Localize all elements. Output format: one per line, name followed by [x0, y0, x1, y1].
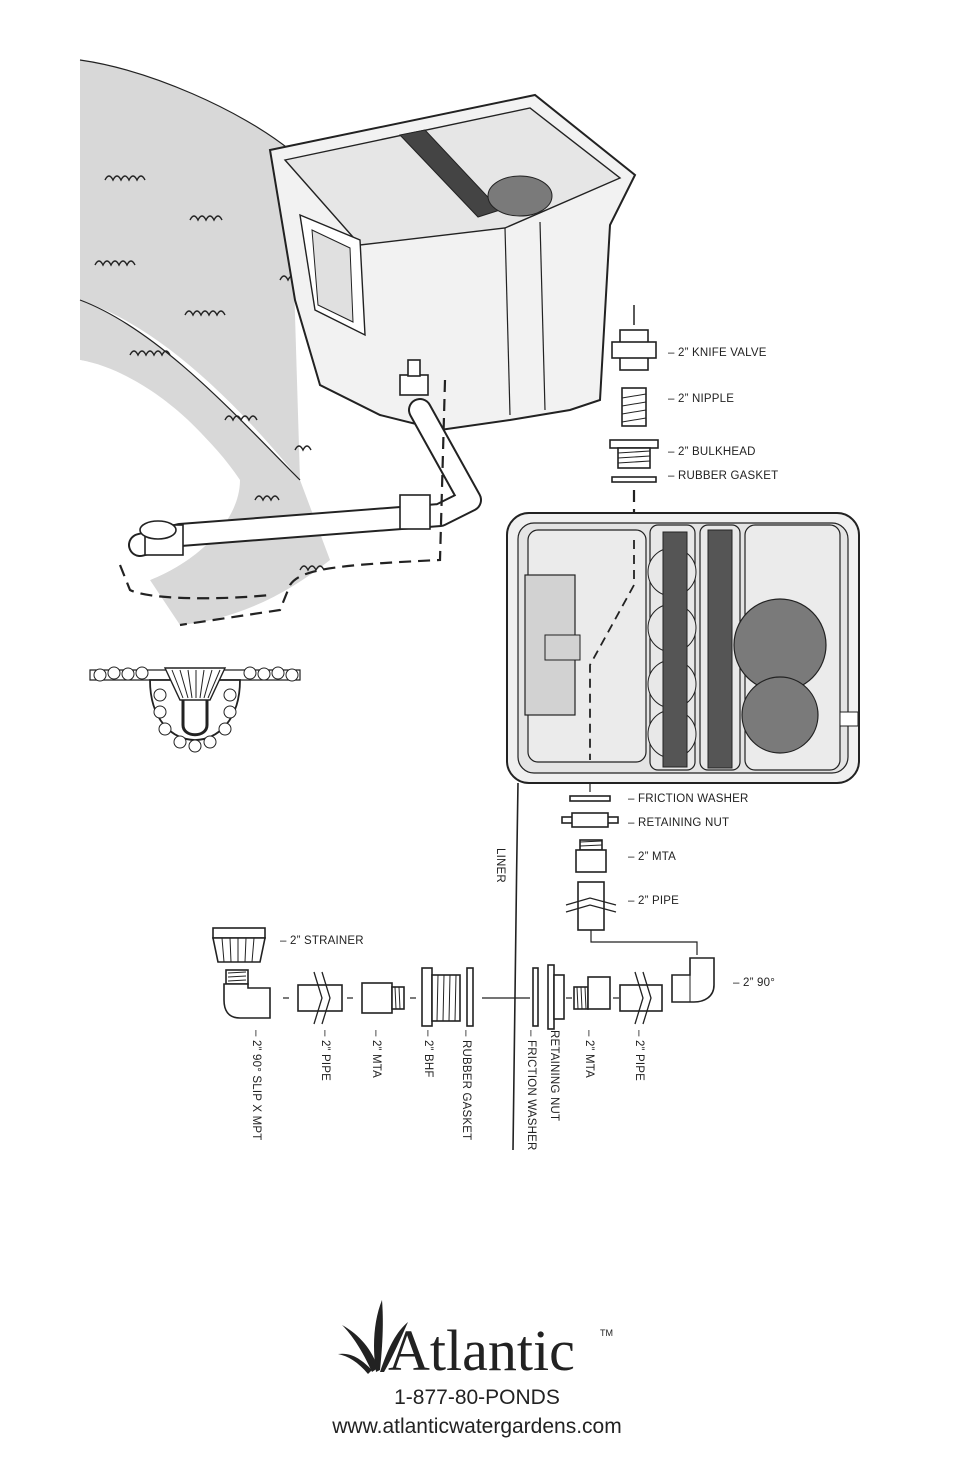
dashed-liner-outline: [179, 379, 447, 627]
bottom-friction-washer-part: [532, 967, 539, 1027]
label-strainer: – 2” STRAINER: [280, 935, 364, 947]
slip-mpt-elbow-part: [223, 969, 271, 1019]
label-rubber-gasket: – RUBBER GASKET: [668, 470, 778, 482]
brand-logo: Atlantic TM: [338, 1300, 613, 1383]
label-bottom-pipe-2: – 2” PIPE: [633, 1030, 645, 1081]
label-mta: – 2” MTA: [628, 851, 676, 863]
rubber-gasket-part: [611, 476, 657, 483]
cattail-leaf-icon: [338, 1300, 408, 1374]
skimmer-top-view: [506, 512, 860, 784]
label-elbow-90: – 2” 90°: [733, 977, 775, 989]
label-liner: LINER: [494, 848, 506, 883]
pipe-part: [565, 881, 617, 931]
label-knife-valve: – 2” KNIFE VALVE: [668, 347, 767, 359]
nipple-part: [621, 387, 647, 427]
label-slip-mpt: – 2” 90° SLIP X MPT: [250, 1030, 262, 1140]
label-friction-washer: – FRICTION WASHER: [628, 793, 749, 805]
bottom-mta-part: [361, 982, 405, 1014]
label-nipple: – 2” NIPPLE: [668, 393, 734, 405]
bottom-pipe-part: [297, 971, 343, 1025]
bhf-part: [421, 967, 461, 1027]
label-retaining-nut: – RETAINING NUT: [628, 817, 729, 829]
label-bhf: – 2” BHF: [422, 1030, 434, 1078]
bottom-parts-row: [223, 957, 715, 1030]
bottom-mta-2-part: [573, 976, 611, 1010]
label-bottom-friction-washer: – FRICTION WASHER: [525, 1030, 537, 1151]
label-bottom-retaining-nut: RETAINING NUT: [548, 1030, 560, 1121]
label-bottom-mta-2: – 2” MTA: [583, 1030, 595, 1078]
label-bottom-mta: – 2” MTA: [370, 1030, 382, 1078]
retaining-nut-part: [561, 812, 619, 828]
mta-part: [575, 839, 607, 873]
label-bulkhead: – 2” BULKHEAD: [668, 446, 756, 458]
friction-washer-part: [569, 795, 611, 802]
knife-valve-part: [611, 329, 657, 371]
brand-name: Atlantic: [388, 1318, 575, 1383]
label-bottom-pipe: – 2” PIPE: [319, 1030, 331, 1081]
elbow-90-part: [671, 957, 715, 1003]
brand-phone: 1-877-80-PONDS: [394, 1386, 560, 1409]
skimmer-box: [268, 93, 637, 432]
brand-website[interactable]: www.atlanticwatergardens.com: [331, 1415, 621, 1438]
label-pipe: – 2” PIPE: [628, 895, 679, 907]
bulkhead-part: [609, 439, 659, 469]
bottom-rubber-gasket-part: [466, 967, 474, 1027]
liner-line: [512, 782, 519, 1151]
bottom-retaining-nut-part: [547, 964, 565, 1030]
upper-parts-stack: [609, 305, 659, 540]
middle-parts-stack: [561, 783, 698, 955]
bottom-pipe-2-part: [619, 971, 663, 1025]
label-bottom-rubber-gasket: – RUBBER GASKET: [460, 1030, 472, 1140]
strainer-cross-section: [89, 666, 301, 753]
return-pipe: [128, 398, 482, 557]
brand-trademark: TM: [600, 1328, 613, 1338]
strainer-part: [212, 927, 266, 963]
